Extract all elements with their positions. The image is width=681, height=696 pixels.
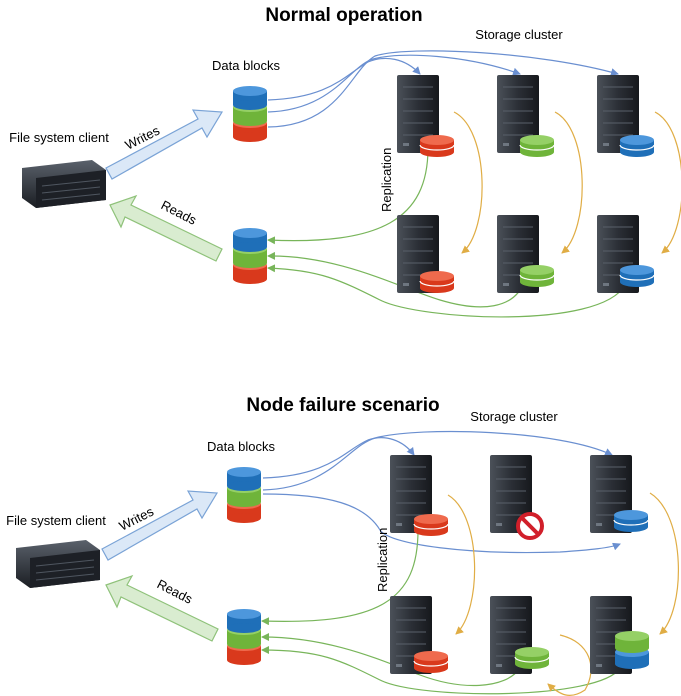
failure-read-blocks xyxy=(227,609,261,665)
normal-title: Normal operation xyxy=(265,5,422,26)
failure-replication-lines xyxy=(447,492,679,696)
normal-server-1 xyxy=(397,75,439,153)
normal-disk-red-2 xyxy=(419,271,455,293)
failure-title: Node failure scenario xyxy=(246,395,439,416)
failure-write-lines xyxy=(262,430,621,554)
normal-write-lines xyxy=(267,50,619,128)
failure-write-blocks xyxy=(227,467,261,523)
failure-read-lines xyxy=(261,529,621,695)
failure-disk-blue-1 xyxy=(613,510,649,532)
normal-client-label: File system client xyxy=(9,130,109,145)
prohibited-icon xyxy=(516,512,544,540)
normal-blocks-label: Data blocks xyxy=(212,58,280,73)
normal-disk-red-1 xyxy=(419,135,455,157)
normal-writes-arrow xyxy=(105,109,224,180)
failure-disk-red-1 xyxy=(413,514,449,536)
normal-client-server xyxy=(22,160,106,208)
failure-disk-stack-3 xyxy=(615,631,649,669)
failure-blocks-label: Data blocks xyxy=(207,439,275,454)
normal-server-3 xyxy=(597,75,639,153)
normal-server-2 xyxy=(497,75,539,153)
failure-writes-arrow xyxy=(101,490,219,561)
normal-disk-green-2 xyxy=(519,265,555,287)
normal-replication-lines xyxy=(453,111,681,254)
failure-server-1 xyxy=(390,455,432,533)
normal-section: Normal operation Storage cluster Data bl… xyxy=(9,5,681,318)
failure-client-label: File system client xyxy=(6,513,106,528)
failure-client-server xyxy=(16,540,100,588)
failure-reads-arrow xyxy=(105,574,219,642)
normal-read-lines xyxy=(267,147,626,318)
failure-section: Node failure scenario Storage cluster Da… xyxy=(6,395,679,696)
normal-cluster-label: Storage cluster xyxy=(475,27,563,42)
normal-disk-green-1 xyxy=(519,135,555,157)
normal-disk-blue-2 xyxy=(619,265,655,287)
normal-disk-blue-1 xyxy=(619,135,655,157)
normal-replication-label: Replication xyxy=(379,148,394,212)
failure-replication-label: Replication xyxy=(375,528,390,592)
failure-disk-red-2 xyxy=(413,651,449,673)
failure-disk-green-2 xyxy=(514,647,550,669)
normal-read-blocks xyxy=(233,228,267,284)
failure-cluster-label: Storage cluster xyxy=(470,409,558,424)
normal-reads-arrow xyxy=(109,194,223,262)
normal-write-blocks xyxy=(233,86,267,142)
failure-server-failed xyxy=(490,455,532,533)
